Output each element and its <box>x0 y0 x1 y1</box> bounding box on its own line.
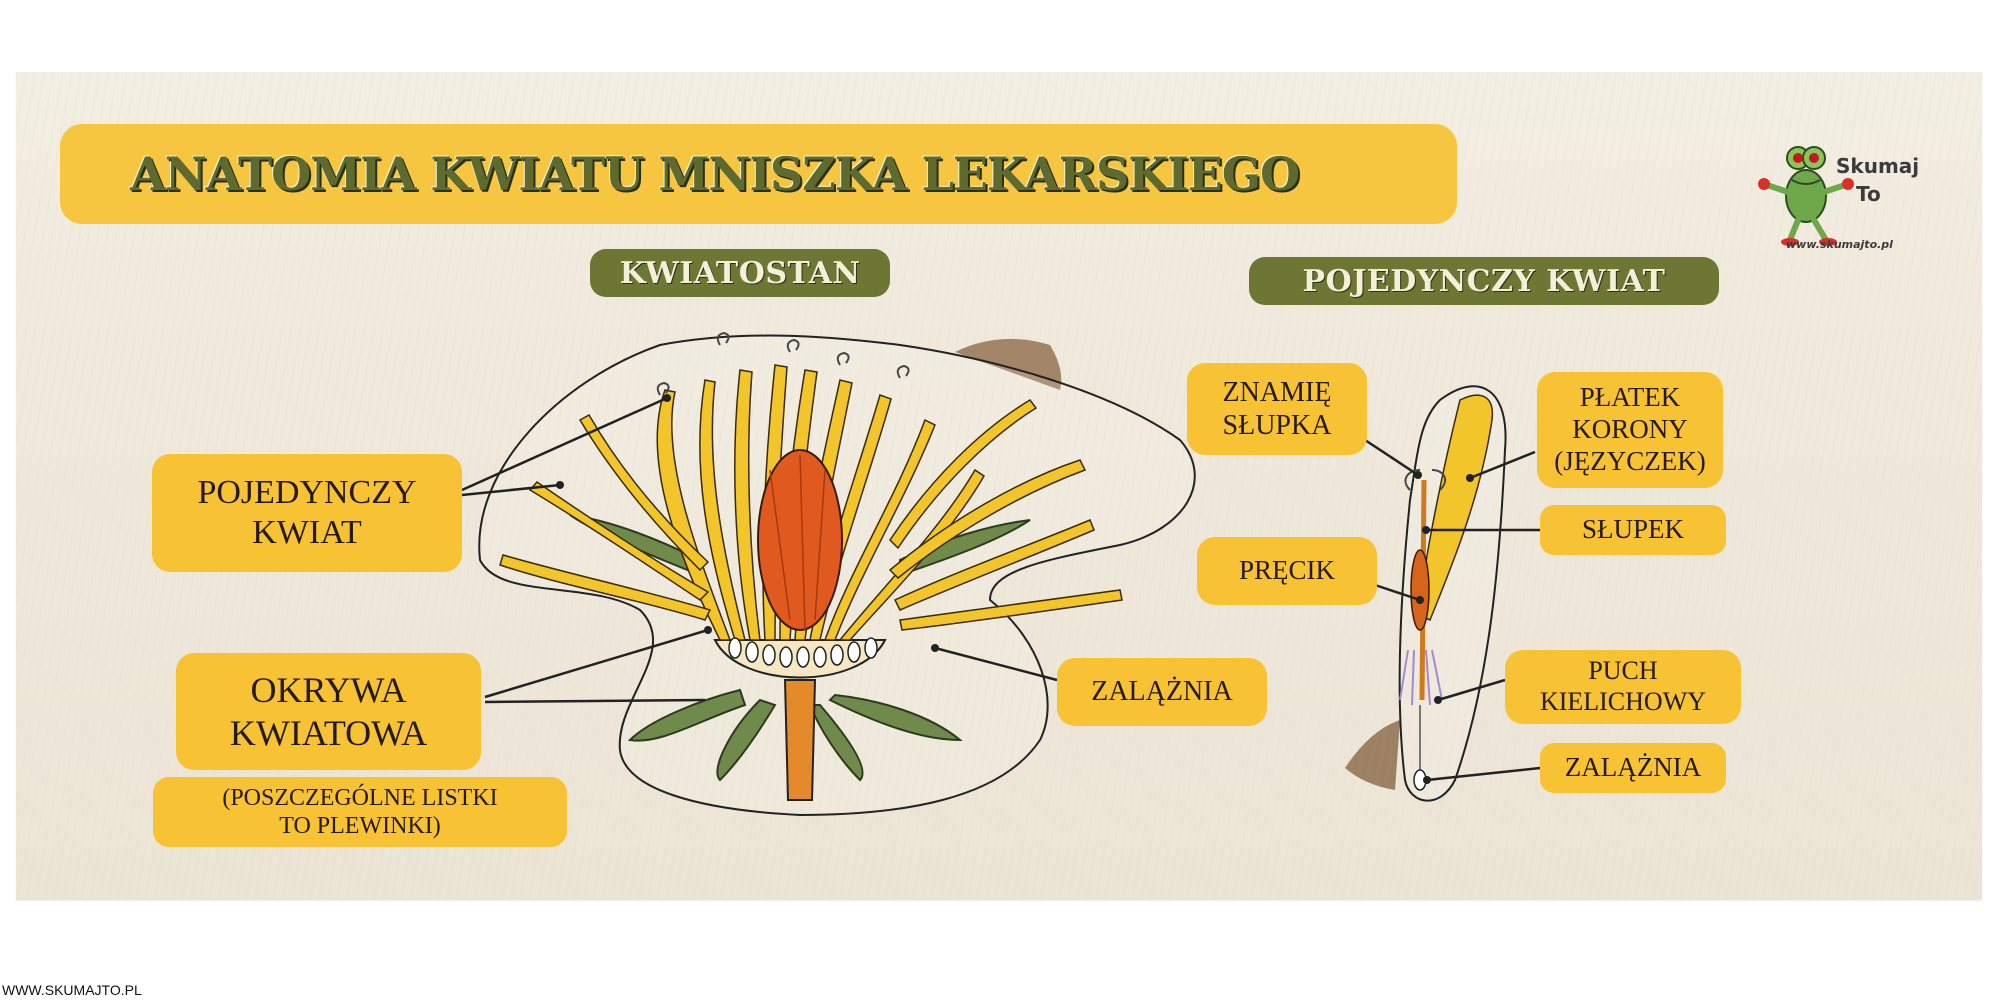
brand-logo: Skumaj To www.skumajto.pl <box>1756 136 1936 256</box>
page-title: ANATOMIA KWIATU MNISZKA LEKARSKIEGO <box>130 147 1300 201</box>
label-pojedynczy-kwiat: POJEDYNCZY KWIAT <box>152 454 462 572</box>
label-precik: PRĘCIK <box>1197 537 1377 605</box>
leader-dots <box>556 394 1474 784</box>
pappus-row <box>728 637 878 668</box>
pappus-hairs <box>1399 649 1443 706</box>
label-slupek: SŁUPEK <box>1540 505 1726 555</box>
receptacle-cross-section <box>757 449 843 631</box>
frog-icon <box>1758 146 1854 246</box>
title-banner: ANATOMIA KWIATU MNISZKA LEKARSKIEGO <box>60 124 1457 224</box>
label-zalazina-left: ZALĄŻNIA <box>1057 658 1267 726</box>
stigmas <box>656 331 910 396</box>
stigma-lobes <box>1404 469 1447 491</box>
ligule-petal <box>1417 394 1494 621</box>
flower-stem <box>783 679 817 801</box>
label-zalazina-right: ZALĄŻNIA <box>1540 743 1726 793</box>
logo-line1: Skumaj <box>1836 154 1920 178</box>
label-puch-kielichowy: PUCH KIELICHOWY <box>1505 650 1741 724</box>
label-okrywa-note: (POSZCZEGÓLNE LISTKI TO PLEWINKI) <box>153 777 567 847</box>
label-okrywa-kwiatowa: OKRYWA KWIATOWA <box>176 653 481 770</box>
florets <box>499 364 1123 641</box>
section-header-single-flower: POJEDYNCZY KWIAT <box>1249 257 1719 305</box>
footer-url: WWW.SKUMAJTO.PL <box>2 982 142 998</box>
label-znamie-slupka: ZNAMIĘ SŁUPKA <box>1187 363 1367 455</box>
logo-line2: To <box>1856 182 1881 206</box>
puzzle-cutout-shadow <box>1345 720 1400 790</box>
leader-lines <box>461 396 1541 782</box>
logo-url: www.skumajto.pl <box>1786 238 1893 251</box>
section-header-inflorescence: KWIATOSTAN <box>590 249 890 297</box>
puzzle-cutout-shadow <box>955 338 1062 390</box>
label-platek-korony: PŁATEK KORONY (JĘZYCZEK) <box>1537 372 1723 488</box>
stamen-tube <box>1410 549 1430 631</box>
